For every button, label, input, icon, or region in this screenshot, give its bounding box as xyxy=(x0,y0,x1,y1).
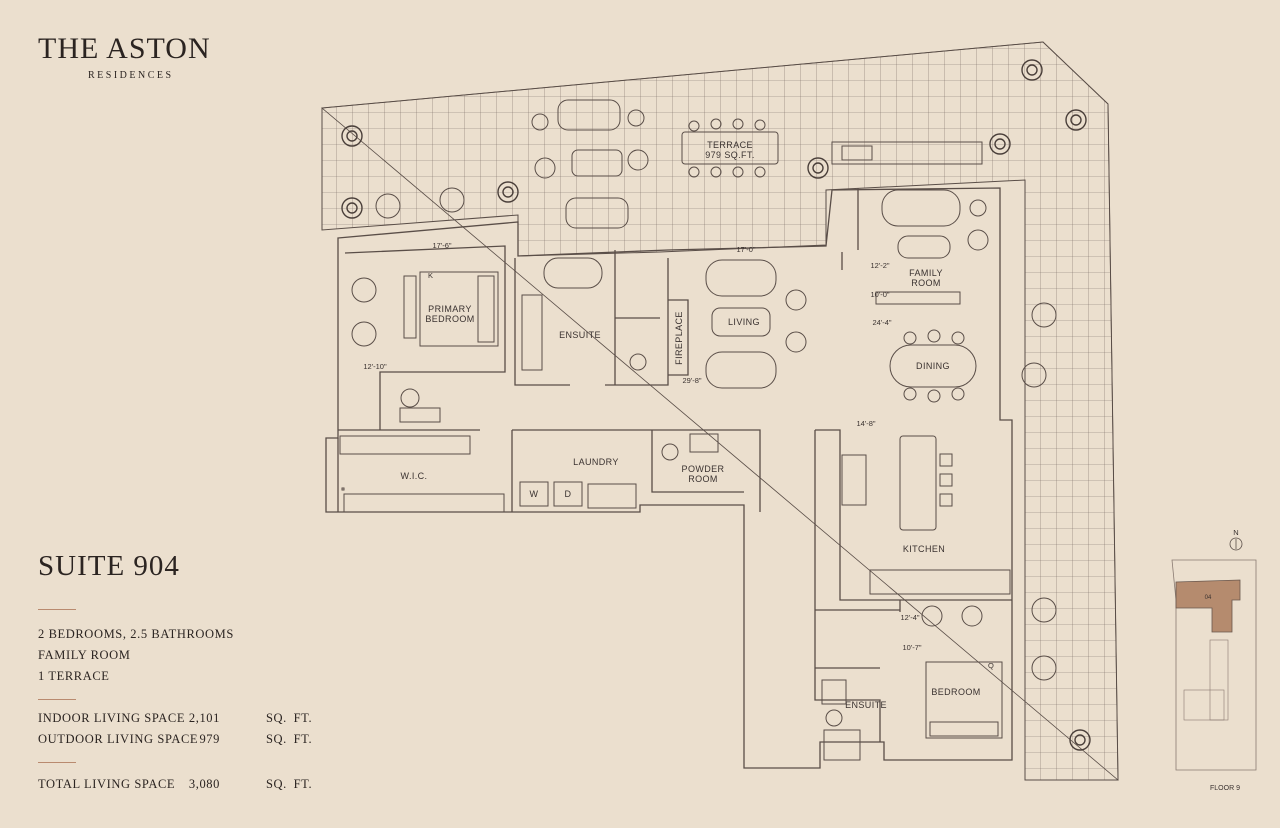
total-area-row: TOTAL LIVING SPACE 3,080 SQ. FT. xyxy=(38,777,318,793)
powder-room-label: POWDER xyxy=(682,464,725,474)
feature-terrace: 1 TERRACE xyxy=(38,669,110,683)
north-label: N xyxy=(1233,528,1238,537)
kitchen-label: KITCHEN xyxy=(903,544,945,554)
suite-highlight xyxy=(1175,579,1241,633)
key-plan: N 04 FLOOR 9 xyxy=(1171,528,1257,792)
indoor-area-label: INDOOR LIVING SPACE xyxy=(38,711,186,725)
bedroom-label: BEDROOM xyxy=(931,687,980,697)
suite-title: SUITE 904 xyxy=(38,550,180,582)
key-unit-label: 04 xyxy=(1205,595,1212,601)
floor-label: FLOOR 9 xyxy=(1210,785,1240,792)
indoor-area-row: INDOOR LIVING SPACE 2,101 SQ. FT. xyxy=(38,711,318,727)
dim-dining-depth: 24'-4" xyxy=(872,318,891,327)
wic-label: W.I.C. xyxy=(401,471,428,481)
indoor-area-unit: SQ. FT. xyxy=(266,711,313,725)
total-area-label: TOTAL LIVING SPACE xyxy=(38,777,176,791)
dim-primary-width: 17'-6" xyxy=(432,241,451,250)
total-area-value: 3,080 xyxy=(188,777,220,791)
divider xyxy=(38,762,76,763)
divider xyxy=(38,609,76,610)
dim-kitchen-width: 14'-8" xyxy=(856,419,875,428)
feature-family-room: FAMILY ROOM xyxy=(38,648,131,662)
dim-living-depth: 29'-8" xyxy=(682,376,701,385)
powder-room-label-2: ROOM xyxy=(688,474,718,484)
queen-bed-mark: Q xyxy=(988,661,994,670)
laundry-label: LAUNDRY xyxy=(573,457,619,467)
living-label: LIVING xyxy=(728,317,760,327)
north-arrow-icon xyxy=(1229,537,1243,551)
terrace-area-label: 979 SQ.FT. xyxy=(705,150,755,160)
dim-family-depth: 10'-0" xyxy=(870,290,889,299)
dim-bedroom-width: 12'-4" xyxy=(900,613,919,622)
family-room-label-2: ROOM xyxy=(911,278,941,288)
indoor-area-value: 2,101 xyxy=(188,711,220,725)
brand-title: THE ASTON xyxy=(38,32,211,65)
planters xyxy=(341,59,1091,751)
primary-bedroom-label-2: BEDROOM xyxy=(425,314,474,324)
ensuite-2-label: ENSUITE xyxy=(845,700,887,710)
outdoor-area-row: OUTDOOR LIVING SPACE 979 SQ. FT. xyxy=(38,732,318,748)
dimension-labels: 17'-6" 12'-10" 17'-0" 29'-8" 12'-2" 10'-… xyxy=(363,241,922,652)
dining-label: DINING xyxy=(916,361,950,371)
total-area-unit: SQ. FT. xyxy=(266,777,313,791)
fireplace-label: FIREPLACE xyxy=(674,311,684,365)
terrace-tiles xyxy=(321,41,1119,781)
outdoor-area-unit: SQ. FT. xyxy=(266,732,313,746)
ensuite-label: ENSUITE xyxy=(559,330,601,340)
dryer-label: D xyxy=(565,489,572,499)
outdoor-area-label: OUTDOOR LIVING SPACE xyxy=(38,732,199,746)
dim-primary-depth: 12'-10" xyxy=(363,362,387,371)
brand-subtitle: RESIDENCES xyxy=(88,70,174,81)
room-labels: TERRACE 979 SQ.FT. PRIMARY BEDROOM ENSUI… xyxy=(401,140,994,710)
family-room-label: FAMILY xyxy=(909,268,943,278)
feature-bedrooms: 2 BEDROOMS, 2.5 BATHROOMS xyxy=(38,627,234,641)
dim-family-width: 12'-2" xyxy=(870,261,889,270)
furniture xyxy=(339,99,1057,761)
washer-label: W xyxy=(530,489,539,499)
king-bed-mark: K xyxy=(428,271,433,280)
outdoor-area-value: 979 xyxy=(199,732,220,746)
primary-bedroom-label: PRIMARY xyxy=(428,304,472,314)
divider xyxy=(38,699,76,700)
dim-living-width: 17'-0" xyxy=(736,245,755,254)
terrace-label: TERRACE xyxy=(707,140,753,150)
dim-bedroom-depth: 10'-7" xyxy=(902,643,921,652)
